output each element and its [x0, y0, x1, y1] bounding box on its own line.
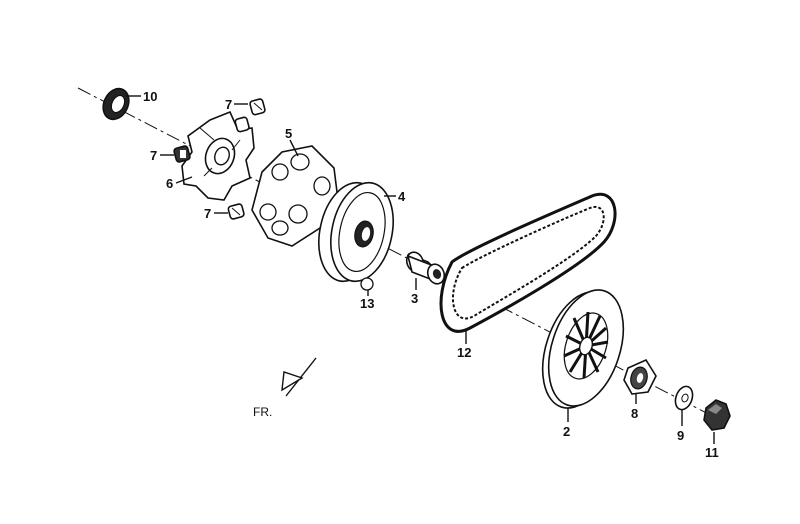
callout-8: 8 — [631, 406, 638, 421]
callout-12: 12 — [457, 345, 471, 360]
callout-6: 6 — [166, 176, 173, 191]
part-9-flat-washer — [674, 385, 694, 411]
callout-4: 4 — [398, 189, 406, 204]
callout-13: 13 — [360, 296, 374, 311]
part-8-washer — [623, 358, 657, 395]
part-2-fan-pulley — [541, 289, 625, 409]
part-7-slider-bottom — [227, 203, 245, 220]
callout-7-top: 7 — [225, 97, 232, 112]
callout-7-bottom: 7 — [204, 206, 211, 221]
callout-7-left: 7 — [150, 148, 157, 163]
part-13-o-ring — [360, 277, 374, 291]
part-11-nut — [703, 399, 731, 431]
part-7-slider-left — [173, 145, 191, 163]
callout-3: 3 — [411, 291, 418, 306]
part-12-drive-belt — [439, 192, 617, 333]
callout-2: 2 — [563, 424, 570, 439]
shaft-axis-line — [77, 87, 721, 421]
callout-11: 11 — [705, 445, 719, 460]
part-7-slider-mid — [234, 116, 250, 133]
part-5-weight-plate — [251, 145, 339, 247]
part-3-collar — [405, 251, 446, 285]
part-6-ramp-plate — [181, 110, 255, 201]
part-10-seal — [102, 87, 130, 121]
direction-label: FR. — [253, 405, 272, 419]
callout-5: 5 — [285, 126, 292, 141]
leader-lines — [126, 95, 715, 444]
part-4-drive-face — [318, 181, 394, 283]
direction-arrow — [281, 357, 317, 397]
callout-10: 10 — [143, 89, 157, 104]
part-7-slider-top — [249, 98, 266, 116]
callout-9: 9 — [677, 428, 684, 443]
